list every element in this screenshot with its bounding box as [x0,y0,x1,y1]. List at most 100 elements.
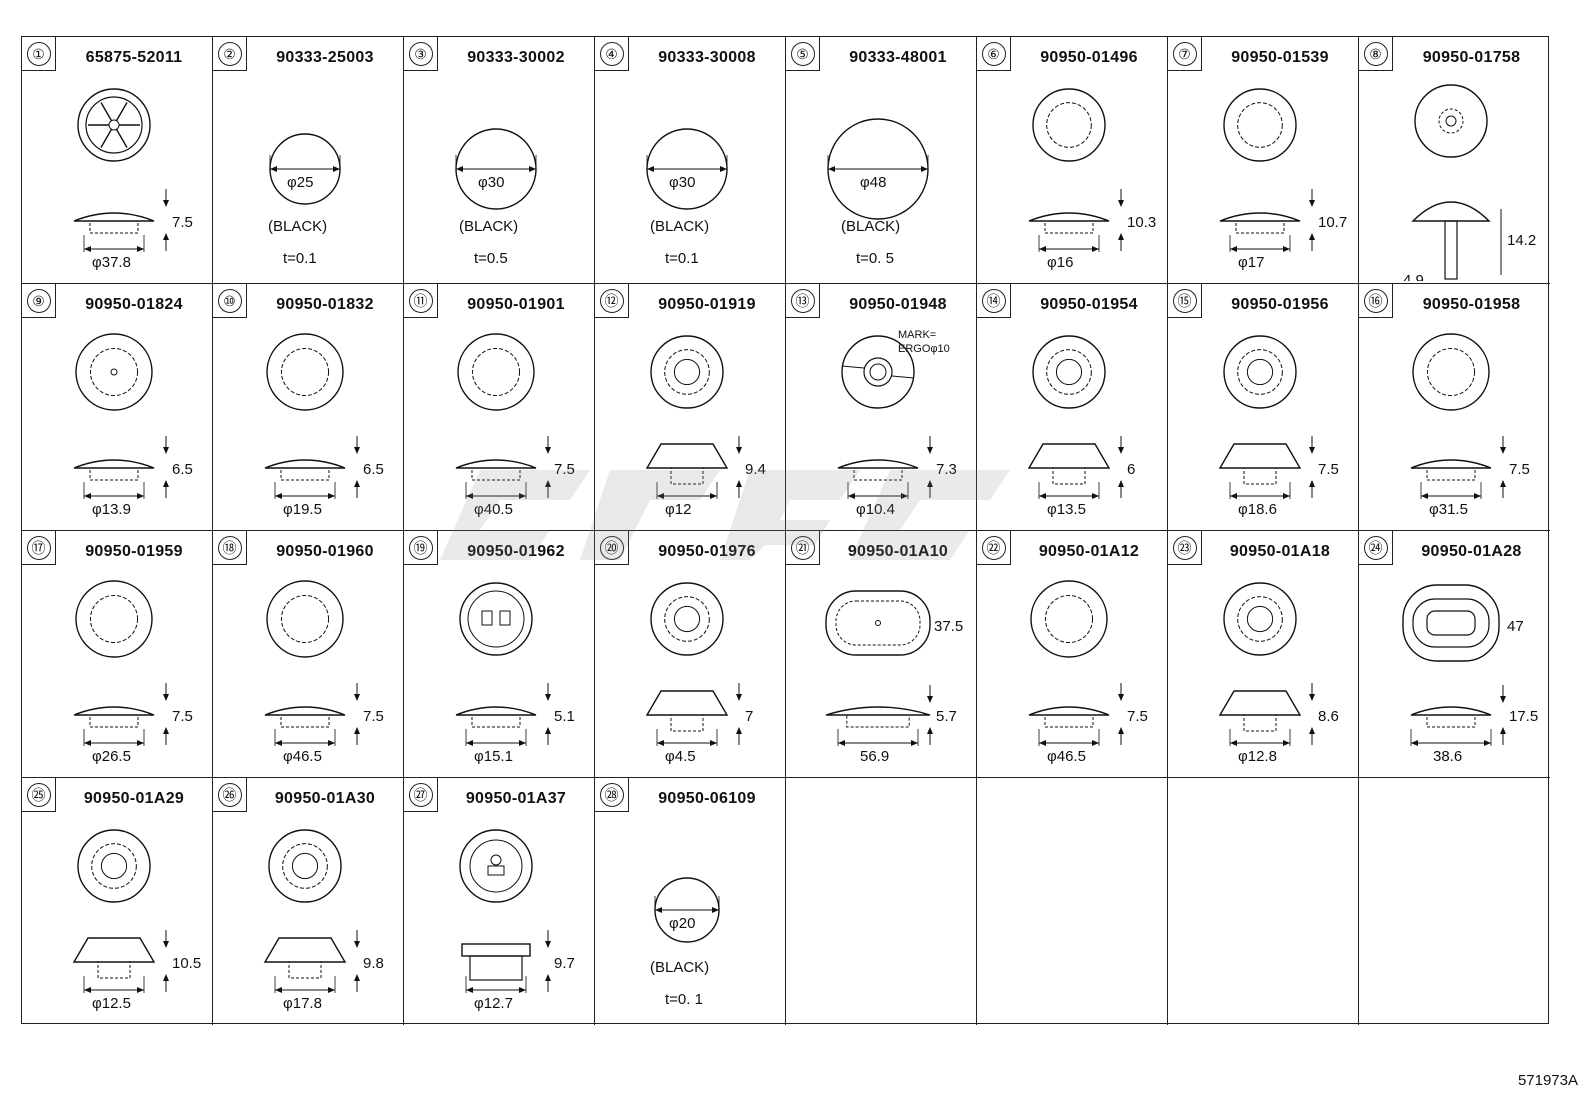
side-view [1218,443,1302,485]
diameter-label: φ31.5 [1429,501,1468,518]
height-label: 6 [1127,461,1135,478]
side-view [825,706,931,728]
width-label: 38.6 [1433,748,1462,765]
mark-label-2: ERGOφ10 [898,343,950,355]
callout-number-label: ⑭ [981,288,1006,313]
callout-number: ⑳ [595,531,629,565]
callout-number: ㉗ [404,778,438,812]
top-view [841,335,915,409]
top-view [1223,582,1297,656]
callout-number: ㉖ [213,778,247,812]
diameter-label: φ19.5 [283,501,322,518]
callout-number: ④ [595,37,629,71]
diameter-label: φ4.5 [665,748,696,765]
top-view [75,580,153,658]
part-number: 90950-01A10 [820,543,976,561]
top-view [1402,584,1500,662]
callout-number-label: ⑱ [217,535,242,560]
part-drawing: 8.6 φ12.8 [1218,582,1339,765]
part-drawing: 7.5φ40.5 [455,333,575,518]
part-number: 65875-52011 [85,49,183,66]
part-drawing: 37.55.756.9 [825,590,963,765]
top-view [457,333,535,411]
top-view [1030,580,1108,658]
callout-number-label: ⑤ [790,41,815,66]
side-view [264,706,346,728]
part-number: 90333-25003 [276,49,374,66]
side-view [1028,706,1110,728]
height-label: 7.3 [936,461,957,478]
height-label: 47 [1507,618,1524,635]
callout-number: ⑬ [786,284,820,318]
callout-number: ⑦ [1168,37,1202,71]
callout-number: ㉔ [1359,531,1393,565]
diameter-label: φ13.5 [1047,501,1086,518]
callout-number-label: ㉒ [981,535,1006,560]
diameter-label: φ12.8 [1238,748,1277,765]
top-view [459,582,533,656]
callout-number: ⑫ [595,284,629,318]
callout-number: ⑩ [213,284,247,318]
diameter-label: φ13.9 [92,501,131,518]
part-number: 90950-01758 [1422,49,1521,66]
thickness-label: t=0.5 [474,250,508,267]
callout-number: ⑮ [1168,284,1202,318]
top-view [266,580,344,658]
callout-number: ㉒ [977,531,1011,565]
side-view [73,459,155,481]
diameter-label: φ30 [478,174,504,191]
side-view [73,212,155,234]
part-number: 90950-01A18 [1229,543,1331,560]
height-label: 8.6 [1318,708,1339,725]
part-number: 90950-01954 [1040,296,1138,313]
callout-number-label: ① [26,41,51,66]
callout-number: ⑧ [1359,37,1393,71]
part-number: 90950-01958 [1422,296,1521,313]
top-view [650,582,724,656]
callout-number: ⑪ [404,284,438,318]
part-number: 90950-01959 [85,543,183,560]
diameter-label: φ10.4 [856,501,895,518]
height-label: 9.8 [363,955,384,972]
height-label: 10.5 [172,955,201,972]
height-label: 7.5 [172,708,193,725]
callout-number-label: ⑮ [1172,288,1197,313]
part-drawing: 14.24.9 [1403,84,1536,281]
top-view [268,829,342,903]
color-label: (BLACK) [459,218,518,235]
height-label: 7.5 [1318,461,1339,478]
part-drawing: 6.5 φ19.5 [264,333,384,518]
callout-number-label: ④ [599,41,624,66]
part-cell: ㉑90950-01A1037.55.756.9 [786,531,977,778]
callout-number-label: ② [217,41,242,66]
height-label: 7.5 [363,708,384,725]
height-label: 6.5 [363,461,384,478]
callout-number-label: ㉖ [217,782,242,807]
callout-number-label: ⑧ [1363,41,1388,66]
callout-number: ⑲ [404,531,438,565]
callout-number: ⑥ [977,37,1011,71]
diameter-label: φ20 [669,915,695,932]
part-number: 90950-01956 [1231,296,1329,313]
top-view [77,88,151,162]
thickness-label: t=0.1 [283,250,317,267]
part-number: 90950-06109 [658,790,756,807]
part-number: 90950-01919 [658,296,756,313]
height-label: 7.5 [1509,461,1530,478]
diameter-label: φ17.8 [283,995,322,1012]
